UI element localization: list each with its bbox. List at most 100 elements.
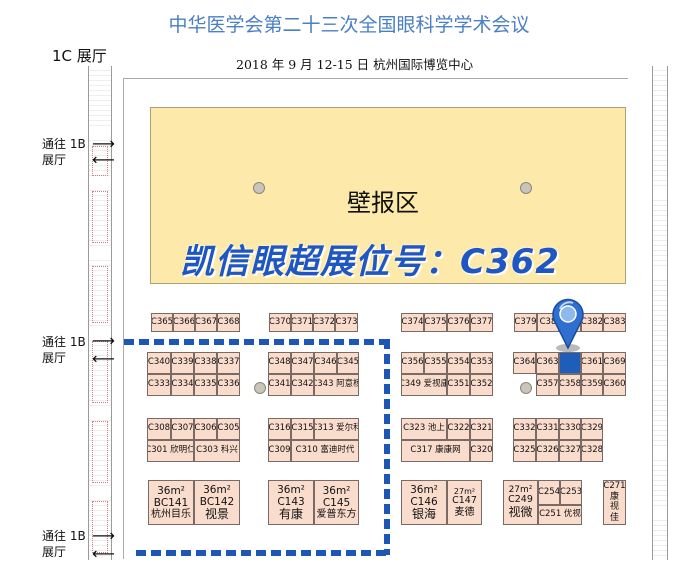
booth[interactable]: C342 bbox=[291, 374, 314, 396]
booth[interactable]: C309 bbox=[268, 440, 291, 462]
booth-area: 27m² bbox=[453, 486, 476, 496]
booth[interactable]: C334 bbox=[171, 374, 194, 396]
booth[interactable]: C367 bbox=[195, 313, 217, 332]
booth[interactable]: C371 bbox=[291, 313, 313, 332]
booth[interactable]: C354 bbox=[447, 352, 470, 374]
booth[interactable]: C365 bbox=[151, 313, 173, 332]
exit-label-line2: 展厅 bbox=[42, 545, 67, 559]
booth[interactable]: C326 bbox=[536, 440, 559, 462]
booth[interactable]: C353 bbox=[470, 352, 493, 374]
booth-c362-highlighted[interactable] bbox=[559, 352, 581, 374]
booth[interactable]: C376 bbox=[447, 313, 470, 332]
booth[interactable]: C373 bbox=[335, 313, 358, 332]
hall-frame bbox=[123, 78, 628, 559]
booth[interactable]: C366 bbox=[173, 313, 195, 332]
exit-label-line1: 通往 1B bbox=[42, 335, 86, 349]
booth-large[interactable]: C271 康视佳 bbox=[603, 480, 626, 525]
booth[interactable]: C372 bbox=[313, 313, 335, 332]
booth[interactable]: C369 bbox=[603, 352, 626, 374]
booth[interactable]: C322 bbox=[447, 418, 470, 440]
booth[interactable]: C330 bbox=[559, 418, 581, 440]
booth[interactable]: C320 bbox=[470, 440, 493, 462]
booth[interactable]: C349 爱视康 bbox=[401, 374, 447, 396]
booth-area: 36m² bbox=[157, 484, 185, 497]
booth-code: BC141 bbox=[153, 496, 189, 509]
booth[interactable]: C363 bbox=[536, 352, 559, 374]
booth[interactable]: C364 bbox=[513, 352, 536, 374]
booth[interactable]: C313 爱尔科 bbox=[314, 418, 359, 440]
booth-exhibitor: 杭州目乐 bbox=[151, 508, 191, 520]
booth[interactable]: C375 bbox=[424, 313, 447, 332]
booth[interactable]: C332 bbox=[513, 418, 536, 440]
booth[interactable]: C254 bbox=[538, 480, 560, 505]
booth[interactable]: C328 bbox=[581, 440, 603, 462]
hall-label: 1C 展厅 bbox=[52, 47, 107, 65]
booth[interactable]: C370 bbox=[269, 313, 291, 332]
arrow-left-icon: ⟵ bbox=[92, 349, 115, 368]
booth[interactable]: C308 bbox=[147, 418, 171, 440]
booth[interactable]: C358 bbox=[559, 374, 581, 396]
booth[interactable]: C307 bbox=[171, 418, 194, 440]
booth[interactable]: C310 富迪时代 bbox=[291, 440, 359, 462]
booth[interactable]: C327 bbox=[559, 440, 581, 462]
booth[interactable]: C355 bbox=[424, 352, 447, 374]
exit-label: 通往 1B 展厅 bbox=[42, 334, 86, 366]
booth[interactable]: C341 bbox=[268, 374, 291, 396]
booth[interactable]: C368 bbox=[217, 313, 240, 332]
booth-code: C249 bbox=[508, 494, 533, 506]
booth[interactable]: C333 bbox=[147, 374, 171, 396]
booth[interactable]: C348 bbox=[268, 352, 291, 374]
arrow-right-icon: ⟶ bbox=[92, 331, 115, 350]
booth[interactable]: C360 bbox=[603, 374, 626, 396]
dashed-route bbox=[136, 550, 390, 556]
booth[interactable]: C347 bbox=[291, 352, 314, 374]
booth[interactable]: C383 bbox=[603, 313, 626, 332]
booth[interactable]: C357 bbox=[536, 374, 559, 396]
booth-large[interactable]: 36m² C146 银海 bbox=[401, 480, 447, 525]
booth[interactable]: C251 优视 bbox=[538, 505, 582, 525]
booth[interactable]: C361 bbox=[581, 352, 603, 374]
booth[interactable]: C337 bbox=[217, 352, 240, 374]
booth[interactable]: C253 bbox=[560, 480, 582, 505]
booth[interactable]: C338 bbox=[194, 352, 217, 374]
booth[interactable]: C352 bbox=[470, 374, 493, 396]
booth[interactable]: C316 bbox=[268, 418, 291, 440]
booth[interactable]: C340 bbox=[147, 352, 171, 374]
booth[interactable]: C336 bbox=[217, 374, 240, 396]
booth[interactable]: C377 bbox=[470, 313, 493, 332]
booth[interactable]: C306 bbox=[194, 418, 217, 440]
booth[interactable]: C356 bbox=[401, 352, 424, 374]
exit-label: 通往 1B 展厅 bbox=[42, 136, 86, 168]
booth[interactable]: C301 欣明仁 bbox=[147, 440, 194, 462]
booth-large[interactable]: 27m² C147 麦德 bbox=[447, 480, 482, 525]
booth[interactable]: C331 bbox=[536, 418, 559, 440]
booth[interactable]: C345 bbox=[337, 352, 359, 374]
booth[interactable]: C325 bbox=[513, 440, 536, 462]
booth[interactable]: C321 bbox=[470, 418, 493, 440]
booth[interactable]: C317 康康网 bbox=[401, 440, 470, 462]
booth-large[interactable]: 36m² BC142 视景 bbox=[194, 480, 240, 525]
booth-large[interactable]: 36m² C143 有康 bbox=[268, 480, 314, 525]
booth[interactable]: C305 bbox=[217, 418, 240, 440]
booth-large[interactable]: 36m² C145 爱普东方 bbox=[314, 480, 359, 525]
booth[interactable]: C329 bbox=[581, 418, 603, 440]
booth[interactable]: C374 bbox=[401, 313, 424, 332]
booth[interactable]: C303 科兴 bbox=[194, 440, 240, 462]
booth[interactable]: C346 bbox=[314, 352, 337, 374]
booth-area: 27m² bbox=[508, 484, 533, 495]
booth-large[interactable]: 36m² BC141 杭州目乐 bbox=[148, 480, 194, 525]
booth-exhibitor: 视景 bbox=[204, 506, 229, 521]
booth[interactable]: C351 bbox=[447, 374, 470, 396]
booth-exhibitor: 康视佳 bbox=[609, 491, 619, 523]
booth-area: 36m² bbox=[410, 483, 438, 496]
booth[interactable]: C379 bbox=[514, 313, 537, 332]
booth[interactable]: C335 bbox=[194, 374, 217, 396]
booth[interactable]: C343 阿意杨 bbox=[314, 374, 359, 396]
booth[interactable]: C315 bbox=[291, 418, 314, 440]
booth-large[interactable]: 27m² C249 视微 bbox=[503, 480, 538, 525]
poster-area[interactable] bbox=[150, 107, 626, 284]
booth[interactable]: C323 池上 bbox=[401, 418, 447, 440]
booth[interactable]: C339 bbox=[171, 352, 194, 374]
column-marker bbox=[254, 382, 266, 394]
booth[interactable]: C359 bbox=[581, 374, 603, 396]
